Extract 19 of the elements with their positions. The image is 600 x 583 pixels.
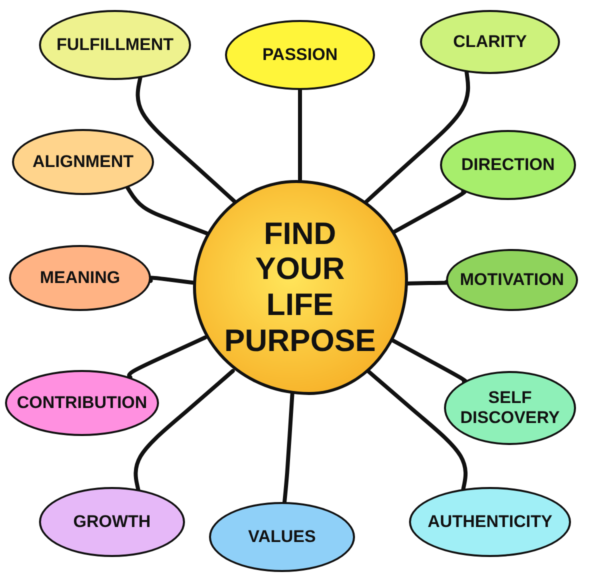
connector-line — [126, 186, 209, 236]
topic-text: FULFILLMENT — [55, 35, 175, 55]
topic-text: ALIGNMENT — [31, 152, 135, 172]
topic-ellipse — [444, 371, 576, 445]
topic-text: MEANING — [38, 268, 122, 288]
topic-text: CLARITY — [452, 32, 528, 52]
topic-text: GROWTH — [72, 512, 152, 532]
topic-text: AUTHENTICITY — [426, 512, 554, 532]
connector-line — [127, 336, 208, 380]
topic-text: DIRECTION — [460, 155, 556, 175]
connector-line — [298, 88, 302, 182]
topic-text: PASSION — [261, 45, 339, 65]
topic-text: MOTIVATION — [458, 270, 566, 290]
topic-text: CONTRIBUTION — [16, 393, 148, 413]
topic-text: SELF DISCOVERY — [459, 388, 561, 428]
title-text: FIND YOUR LIFE PURPOSE — [223, 216, 377, 358]
topic-text: VALUES — [247, 527, 317, 547]
connector-line — [282, 392, 294, 504]
connector-line — [391, 338, 468, 384]
